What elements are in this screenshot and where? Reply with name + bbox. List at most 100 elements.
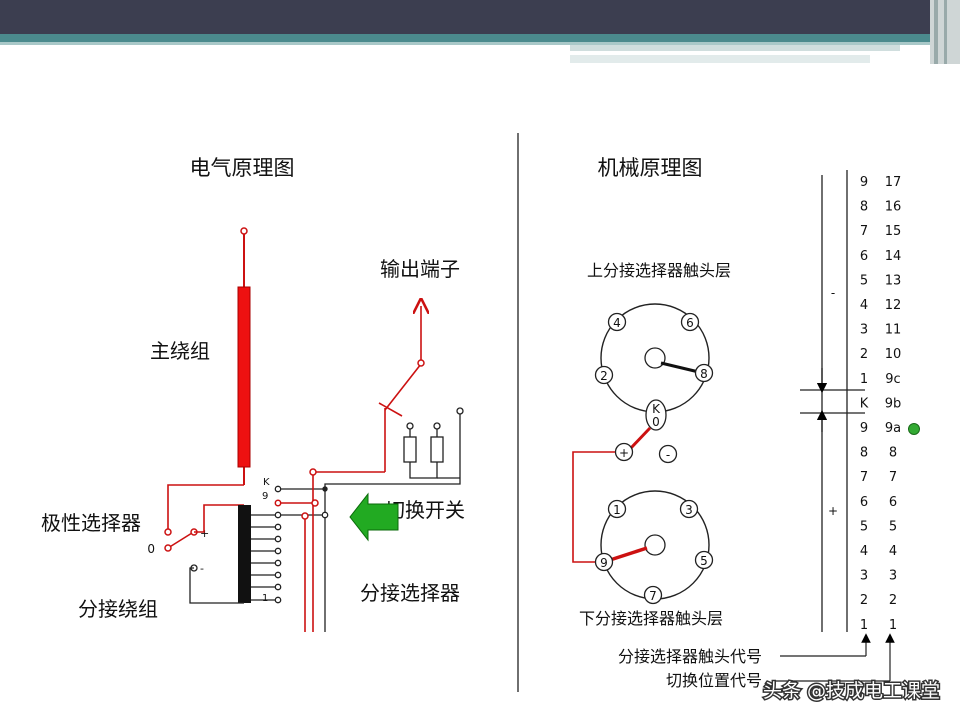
- main-winding-coil: [237, 286, 251, 468]
- table-row-contact: 4: [860, 544, 868, 559]
- polarity-minus-mark: -: [200, 562, 204, 575]
- polarity-plus-mark: +: [200, 527, 209, 540]
- table-row-contact: 9: [860, 175, 868, 190]
- transition-resistor-1: [403, 436, 417, 463]
- k-contact-zero: 0: [652, 415, 660, 429]
- minus-contact-label: -: [666, 448, 670, 462]
- plus-range-sign: +: [828, 504, 838, 518]
- lower-contact-3: [679, 499, 699, 519]
- electrical-diagram-title: 电气原理图: [190, 156, 295, 180]
- table-row-contact: 5: [860, 273, 868, 288]
- table-row-position: 7: [889, 470, 897, 485]
- tap-mark-1: 1: [262, 593, 268, 604]
- table-row-position: 13: [885, 273, 902, 288]
- lower-contact-1-label: 1: [613, 503, 621, 517]
- upper-contact-8: [694, 363, 714, 383]
- table-row-position: 17: [885, 175, 902, 190]
- lower-contact-9: [594, 552, 614, 572]
- lower-contact-1: [607, 499, 627, 519]
- tap-mark-k: K: [263, 477, 270, 488]
- table-row-contact: 6: [860, 249, 868, 264]
- table-row-contact: 7: [860, 470, 868, 485]
- electrical-diagram: 主绕组 + - 0 极性选择器 分接绕组 K 9: [41, 227, 465, 632]
- table-row-position: 14: [885, 249, 902, 264]
- table-row-contact: 2: [860, 593, 868, 608]
- table-row-position: 1: [889, 618, 897, 633]
- table-row-contact: 2: [860, 347, 868, 362]
- plus-contact-label: +: [619, 446, 629, 460]
- table-row-position: 11: [885, 323, 902, 338]
- tap-winding-label: 分接绕组: [78, 597, 158, 621]
- table-row-position: 4: [889, 544, 897, 559]
- upper-contact-2-label: 2: [600, 369, 608, 383]
- lower-contact-5: [694, 550, 714, 570]
- table-row-contact: 5: [860, 519, 868, 534]
- table-row-position: 6: [889, 495, 897, 510]
- upper-dial-hub: [644, 347, 666, 369]
- lower-contact-9-label: 9: [600, 556, 608, 570]
- table-row-contact: 8: [860, 446, 868, 461]
- table-row-contact: 9: [860, 421, 868, 436]
- table-row-contact: 8: [860, 200, 868, 215]
- table-row-contact: 1: [860, 618, 868, 633]
- contact-code-label: 分接选择器触头代号: [618, 647, 762, 666]
- lower-contact-7-label: 7: [649, 589, 657, 603]
- diverter-switch-blade: [384, 363, 422, 411]
- lower-layer-label: 下分接选择器触头层: [579, 609, 723, 628]
- table-row-position: 8: [889, 446, 897, 461]
- polarity-selector-label: 极性选择器: [41, 511, 141, 535]
- minus-contact: [658, 444, 678, 464]
- plus-contact: [614, 442, 634, 462]
- table-row-contact: 3: [860, 569, 868, 584]
- table-row-contact: 3: [860, 323, 868, 338]
- upper-contact-6: [680, 312, 700, 332]
- table-row-position: 15: [885, 224, 902, 239]
- table-row-position: 10: [885, 347, 902, 362]
- upper-contact-2: [594, 365, 614, 385]
- k-contact: [645, 399, 667, 431]
- lower-dial-hub: [644, 534, 666, 556]
- polarity-zero-mark: 0: [147, 542, 155, 556]
- lower-dial-pointer: [609, 546, 648, 562]
- tap-selector-label: 分接选择器: [360, 581, 460, 605]
- polarity-selector-blade: [167, 532, 193, 549]
- header-banner: [0, 0, 960, 64]
- tap-mark-9: 9: [262, 491, 268, 502]
- watermark: 头条 @技成电工课堂: [763, 680, 940, 702]
- table-row-contact: 1: [860, 372, 868, 387]
- lower-contact-5-label: 5: [700, 554, 708, 568]
- table-row-position: 12: [885, 298, 902, 313]
- table-row-position: 2: [889, 593, 897, 608]
- tap-winding-coil: [238, 505, 251, 603]
- mechanical-diagram-title: 机械原理图: [598, 156, 703, 180]
- main-winding-label: 主绕组: [150, 339, 210, 363]
- upper-contact-4: [607, 312, 627, 332]
- upper-contact-8-label: 8: [700, 367, 708, 381]
- mechanical-diagram: 上分接选择器触头层 4 6 2 8 K 0 + -: [572, 261, 731, 628]
- minus-range-sign: -: [831, 286, 835, 300]
- table-row-contact: 7: [860, 224, 868, 239]
- transition-resistor-2: [430, 436, 444, 463]
- main-winding-terminal: [240, 227, 248, 235]
- table-row-position: 9c: [885, 372, 900, 387]
- table-row-contact: 6: [860, 495, 868, 510]
- polarity-link: [628, 426, 652, 451]
- upper-contact-4-label: 4: [613, 316, 621, 330]
- table-row-contact: K: [860, 396, 869, 411]
- table-row-contact: 4: [860, 298, 868, 313]
- table-row-position: 9b: [885, 396, 902, 411]
- upper-contact-6-label: 6: [686, 316, 694, 330]
- table-row-position: 5: [889, 519, 897, 534]
- table-row-position: 16: [885, 200, 902, 215]
- table-row-position: 9a: [885, 421, 901, 436]
- k-contact-label: K: [652, 402, 661, 416]
- table-row-position: 3: [889, 569, 897, 584]
- output-terminal-label: 输出端子: [380, 257, 460, 281]
- upper-layer-label: 上分接选择器触头层: [587, 261, 731, 280]
- current-position-indicator: [908, 423, 920, 435]
- lower-contact-3-label: 3: [685, 503, 693, 517]
- lower-contact-7: [643, 585, 663, 605]
- switch-position-code-label: 切换位置代号: [666, 671, 762, 690]
